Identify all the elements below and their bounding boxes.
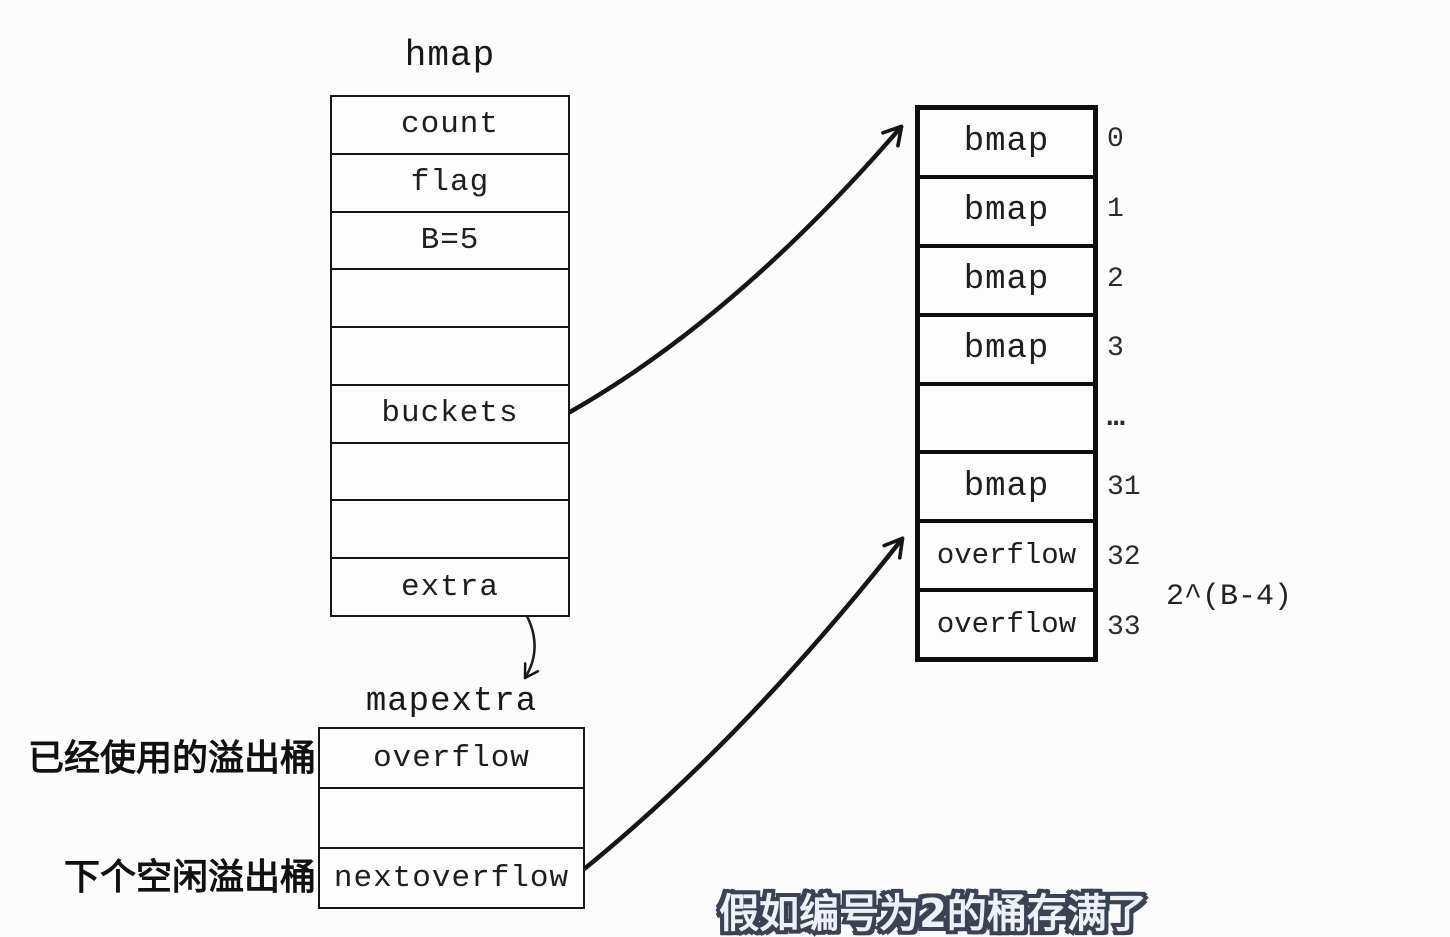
bucket-array-struct: bmap bmap bmap bmap bmap overflow overfl… [915,105,1098,662]
index-label-ellipsis: … [1107,401,1125,436]
hmap-cell-empty-4 [332,499,568,557]
hmap-cell-b: B=5 [332,210,568,269]
index-label-33: 33 [1107,611,1141,643]
bucket-cell-3: bmap [920,312,1093,382]
hmap-cell-count: count [400,107,499,143]
bucket-cell-32: overflow [920,519,1093,588]
hmap-cell-empty-2 [332,326,568,384]
mapextra-title: mapextra [365,683,538,721]
buckets-to-bmap-arrow [567,124,904,415]
bucket-cell-31: bmap [920,450,1093,519]
index-label-32: 32 [1107,542,1141,574]
nextoverflow-to-overflow-arrow [575,536,905,877]
bucket-cell-0: bmap [963,123,1050,162]
video-subtitle: 假如编号为2的桶存满了 [716,889,1151,937]
index-label-2: 2 [1107,263,1124,295]
overflow-count-note: 2^(B-4) [1166,580,1293,614]
bucket-cell-1: bmap [920,174,1093,244]
bucket-cell-2: bmap [920,243,1093,313]
bucket-index-rail: 0 1 2 3 … 31 32 33 [1107,105,1197,662]
diagram-canvas: hmap count flag B=5 buckets extra bmap b… [27,35,1293,937]
hmap-cell-extra: extra [332,557,568,615]
index-label-3: 3 [1107,333,1124,365]
mapextra-cell-nextoverflow: nextoverflow [320,847,583,907]
bucket-cell-ellipsis [920,381,1093,451]
mapextra-cell-empty [320,787,583,847]
next-free-overflow-label: 下个空闲溢出桶 [63,857,316,898]
index-label-0: 0 [1107,124,1124,156]
bucket-cell-33: overflow [920,588,1093,657]
hmap-cell-flag: flag [332,152,568,211]
hmap-cell-empty-3 [332,441,568,500]
index-label-1: 1 [1107,193,1124,225]
hmap-struct: count flag B=5 buckets extra [330,95,570,617]
mapextra-struct: overflow nextoverflow [318,727,585,909]
mapextra-cell-overflow: overflow [373,740,530,776]
used-overflow-label: 已经使用的溢出桶 [27,738,316,779]
hmap-cell-empty-1 [332,268,568,326]
hmap-cell-buckets: buckets [332,383,568,442]
index-label-31: 31 [1107,472,1141,504]
hmap-title: hmap [404,35,496,76]
